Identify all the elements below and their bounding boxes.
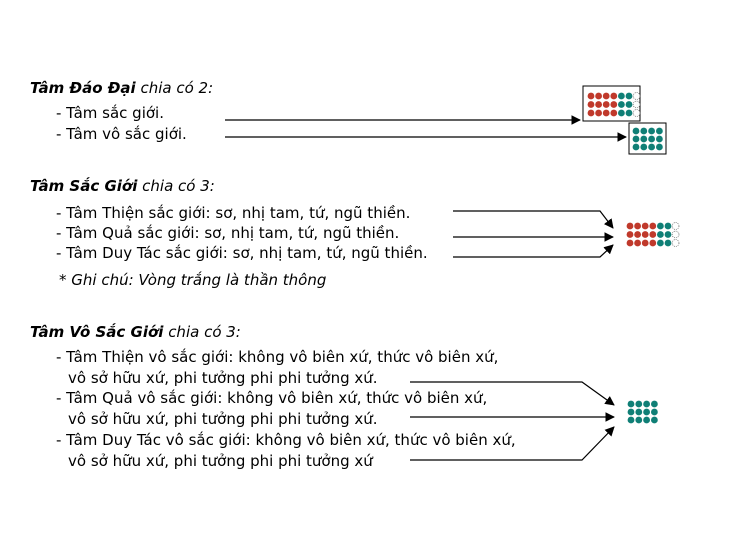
red-dot xyxy=(587,101,595,108)
red-dot xyxy=(626,239,634,247)
teal-dot xyxy=(632,127,640,135)
white-dot xyxy=(671,239,680,247)
teal-dot xyxy=(618,101,625,108)
white-dot xyxy=(671,222,680,230)
red-dot xyxy=(595,109,602,117)
sac-gioi-three-dot-cluster xyxy=(626,222,680,247)
item-thien-sac-gioi: - Tâm Thiện sắc giới: sơ, nhị tam, tứ, n… xyxy=(56,204,411,222)
white-dot xyxy=(671,230,680,239)
item-thien-vo-sac-line1: - Tâm Thiện vô sắc giới: không vô biên x… xyxy=(56,348,499,366)
teal-dot xyxy=(664,231,672,238)
teal-dot xyxy=(643,416,650,424)
teal-dot xyxy=(618,109,625,117)
section-heading-dao-dai: Tâm Đáo Đại chia có 2: xyxy=(30,79,214,97)
teal-dot xyxy=(656,127,663,135)
red-dot xyxy=(634,222,641,230)
teal-dot xyxy=(635,400,643,408)
red-dot xyxy=(634,231,641,238)
red-dot xyxy=(626,222,634,230)
teal-dot xyxy=(657,239,664,247)
teal-dot xyxy=(625,92,633,100)
teal-dot xyxy=(625,109,633,117)
teal-dot xyxy=(651,416,658,424)
teal-dot xyxy=(651,400,658,408)
red-dot xyxy=(641,231,649,238)
teal-dot xyxy=(651,408,658,416)
item-duy-tac-vo-sac-line1: - Tâm Duy Tác vô sắc giới: không vô biên… xyxy=(56,431,516,449)
red-dot xyxy=(649,222,657,230)
teal-dot xyxy=(640,127,648,135)
white-dot xyxy=(632,100,641,109)
teal-dot xyxy=(648,127,655,135)
sac-gioi-dot-grid xyxy=(587,92,641,117)
teal-dot xyxy=(635,416,643,424)
item-sac-gioi: - Tâm sắc giới. xyxy=(56,104,164,122)
teal-dot xyxy=(632,135,640,143)
teal-dot xyxy=(627,416,635,424)
teal-dot xyxy=(640,135,648,143)
section-heading-sac-gioi: Tâm Sắc Giới chia có 3: xyxy=(30,177,215,195)
white-dot xyxy=(632,109,641,117)
teal-dot xyxy=(627,408,635,416)
item-vo-sac-gioi: - Tâm vô sắc giới. xyxy=(56,125,187,143)
teal-dot xyxy=(635,408,643,416)
teal-dot xyxy=(664,239,672,247)
section-heading-vo-sac-gioi: Tâm Vô Sắc Giới chia có 3: xyxy=(30,323,241,341)
teal-dot xyxy=(664,222,672,230)
teal-dot xyxy=(656,143,663,151)
arrow-thien-vo-sac xyxy=(410,381,615,406)
teal-dot xyxy=(648,143,655,151)
teal-dot xyxy=(656,135,663,143)
item-qua-sac-gioi: - Tâm Quả sắc giới: sơ, nhị tam, tứ, ngũ… xyxy=(56,224,400,242)
teal-dot xyxy=(625,101,633,108)
red-dot xyxy=(610,92,618,100)
arrow-duy-tac-sac-gioi xyxy=(453,244,614,258)
teal-dot xyxy=(618,92,625,100)
vo-sac-gioi-dot-grid xyxy=(632,127,663,151)
red-dot xyxy=(587,92,595,100)
teal-dot xyxy=(657,231,664,238)
arrow-duy-tac-vo-sac xyxy=(410,426,615,461)
red-dot xyxy=(634,239,641,247)
item-qua-vo-sac-line1: - Tâm Quả vô sắc giới: không vô biên xứ,… xyxy=(56,389,488,407)
white-dot xyxy=(632,92,641,100)
teal-dot xyxy=(643,400,650,408)
red-dot xyxy=(626,231,634,238)
item-duy-tac-sac-gioi: - Tâm Duy Tác sắc giới: sơ, nhị tam, tứ,… xyxy=(56,244,428,262)
red-dot xyxy=(602,92,610,100)
red-dot xyxy=(602,109,610,117)
red-dot xyxy=(641,222,649,230)
arrow-thien-sac-gioi xyxy=(453,210,614,229)
red-dot xyxy=(649,239,657,247)
red-dot xyxy=(595,92,602,100)
red-dot xyxy=(587,109,595,117)
vo-sac-gioi-three-dot-cluster xyxy=(627,400,658,424)
note-text: * Ghi chú: Vòng trắng là thần thông xyxy=(59,271,327,289)
red-dot xyxy=(595,101,602,108)
red-dot xyxy=(649,231,657,238)
teal-dot xyxy=(627,400,635,408)
teal-dot xyxy=(648,135,655,143)
red-dot xyxy=(610,109,618,117)
teal-dot xyxy=(643,408,650,416)
teal-dot xyxy=(657,222,664,230)
item-thien-vo-sac-line2: vô sở hữu xứ, phi tưởng phi phi tưởng xứ… xyxy=(68,369,378,387)
item-duy-tac-vo-sac-line2: vô sở hữu xứ, phi tưởng phi phi tưởng xứ xyxy=(68,452,373,470)
red-dot xyxy=(602,101,610,108)
teal-dot xyxy=(640,143,648,151)
item-qua-vo-sac-line2: vô sở hữu xứ, phi tưởng phi phi tưởng xứ… xyxy=(68,410,378,428)
red-dot xyxy=(610,101,618,108)
teal-dot xyxy=(632,143,640,151)
red-dot xyxy=(641,239,649,247)
